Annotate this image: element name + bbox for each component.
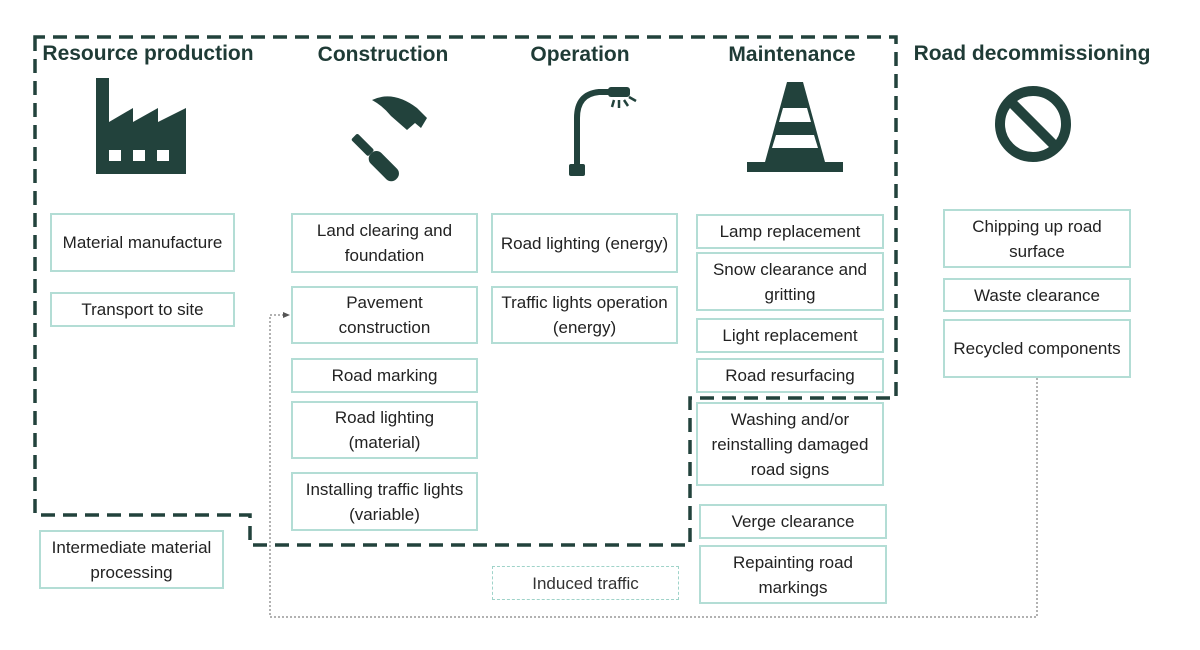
street-lamp-icon xyxy=(569,87,637,176)
item-induced-traffic: Induced traffic xyxy=(492,566,679,600)
factory-icon xyxy=(96,78,186,174)
heading-operation: Operation xyxy=(530,43,630,66)
no-entry-icon xyxy=(995,86,1071,162)
item-light-replacement: Light replacement xyxy=(696,318,884,353)
item-installing-traffic-lights: Installing traffic lights (variable) xyxy=(291,472,478,531)
heading-construction: Construction xyxy=(317,43,449,66)
item-road-lighting-material: Road lighting (material) xyxy=(291,401,478,459)
item-repainting-road-markings: Repainting road markings xyxy=(699,545,887,604)
item-washing-road-signs: Washing and/or reinstalling damaged road… xyxy=(696,402,884,486)
traffic-cone-icon xyxy=(747,82,843,172)
hammer-icon xyxy=(351,96,427,182)
item-snow-clearance: Snow clearance and gritting xyxy=(696,252,884,311)
item-material-manufacture: Material manufacture xyxy=(50,213,235,272)
item-lamp-replacement: Lamp replacement xyxy=(696,214,884,249)
item-recycled-components: Recycled components xyxy=(943,319,1131,378)
item-transport-to-site: Transport to site xyxy=(50,292,235,327)
item-road-lighting-energy: Road lighting (energy) xyxy=(491,213,678,273)
heading-road-decommissioning: Road decommissioning xyxy=(913,42,1151,65)
item-road-marking: Road marking xyxy=(291,358,478,393)
item-land-clearing: Land clearing and foundation xyxy=(291,213,478,273)
item-traffic-lights-operation: Traffic lights operation (energy) xyxy=(491,286,678,344)
item-pavement-construction: Pavement construction xyxy=(291,286,478,344)
recycling-loop-line xyxy=(269,312,1038,618)
heading-resource-production: Resource production xyxy=(42,42,254,65)
item-chipping-road-surface: Chipping up road surface xyxy=(943,209,1131,268)
item-road-resurfacing: Road resurfacing xyxy=(696,358,884,393)
item-intermediate-material-processing: Intermediate material processing xyxy=(39,530,224,589)
item-waste-clearance: Waste clearance xyxy=(943,278,1131,312)
item-verge-clearance: Verge clearance xyxy=(699,504,887,539)
heading-maintenance: Maintenance xyxy=(728,43,856,66)
